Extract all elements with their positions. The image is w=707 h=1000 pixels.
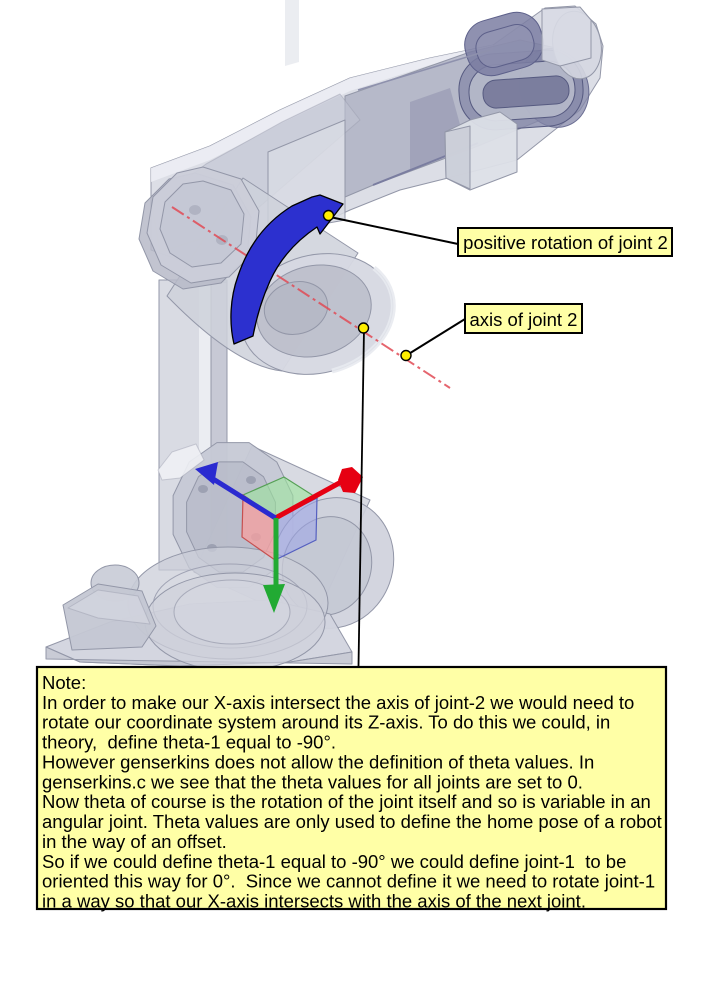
svg-text:axis of joint 2: axis of joint 2 [470, 309, 578, 330]
svg-text:genserkins.c we see that the t: genserkins.c we see that the theta value… [42, 771, 583, 792]
svg-text:Note:: Note: [42, 672, 86, 693]
svg-text:Now theta of course is the rot: Now theta of course is the rotation of t… [42, 791, 651, 812]
svg-text:angular joint. Theta values ar: angular joint. Theta values are only use… [42, 811, 662, 832]
svg-text:positive rotation of joint 2: positive rotation of joint 2 [463, 232, 668, 253]
svg-text:rotate our coordinate system a: rotate our coordinate system around its … [42, 712, 610, 733]
svg-text:In order to make our X-axis in: In order to make our X-axis intersect th… [42, 692, 634, 713]
svg-text:in a way so that our X-axis in: in a way so that our X-axis intersects w… [42, 891, 586, 912]
svg-text:However genserkins does not al: However genserkins does not allow the de… [42, 752, 594, 773]
svg-text:theory, define theta-1 equal: theory, define theta-1 equal to -90°. [42, 732, 336, 753]
svg-text:oriented this way for 0°. Sin: oriented this way for 0°. Since we canno… [42, 871, 655, 892]
svg-text:in the way of an offset.: in the way of an offset. [42, 831, 227, 852]
svg-text:So if we could define theta-1: So if we could define theta-1 equal to -… [42, 851, 626, 872]
